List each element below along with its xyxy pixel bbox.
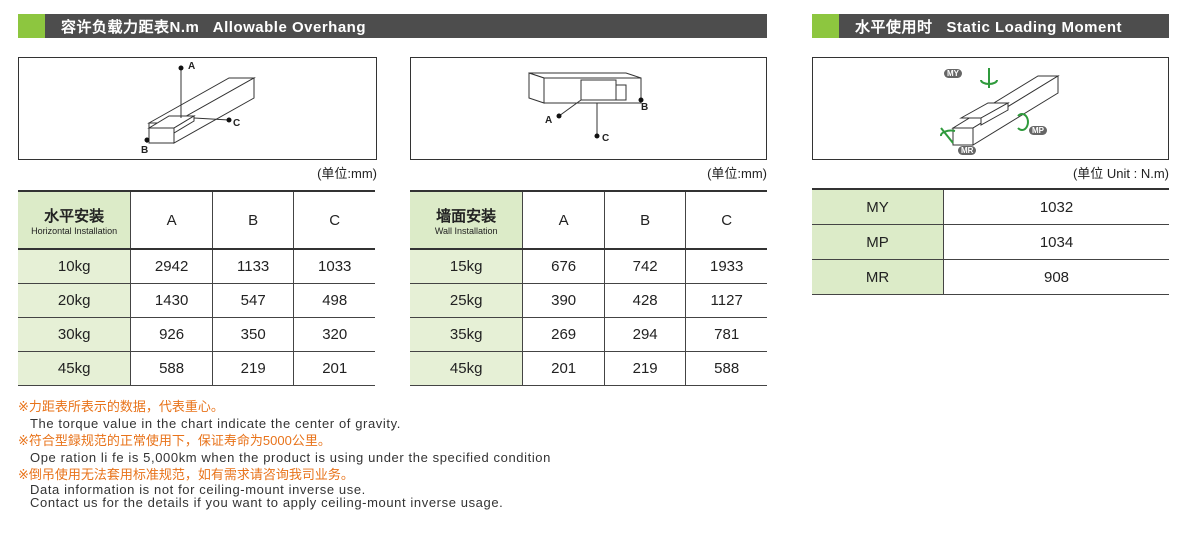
wall-title-cn: 墙面安装 [436,207,497,225]
table-row: 10kg 2942 1133 1033 [18,249,375,284]
col-c: C [685,190,767,250]
horizontal-title-cn: 水平安装 [44,207,105,225]
table-row: 35kg 269 294 781 [410,317,767,352]
value-cell: 547 [211,283,294,318]
label-a: A [545,115,553,126]
label-mp: MP [1029,126,1047,135]
overhang-unit: (单位:mm) [317,166,377,181]
horizontal-diagram: A C B [18,57,377,160]
col-b: B [603,190,686,250]
label-mr: MR [958,146,977,155]
moment-table: MY 1032 MP 1034 MR 908 [812,188,1169,295]
label-b: B [641,102,649,113]
load-cell: 45kg [18,351,131,386]
moment-value: 908 [943,259,1169,295]
col-c: C [293,190,375,250]
moment-title: 水平使用时 Static Loading Moment [855,18,1123,36]
overhang-title: 容许负载力距表N.m Allowable Overhang [61,18,366,36]
table-row: 45kg 201 219 588 [410,351,767,386]
table-row: MP 1034 [812,224,1169,260]
horizontal-header-cell: 水平安装 Horizontal Installation [18,190,131,250]
note-en: Ope ration li fe is 5,000km when the pro… [30,450,551,465]
note-en: Data information is not for ceiling-moun… [30,482,366,497]
value-cell: 588 [130,351,213,386]
horizontal-rail-drawing [144,65,256,144]
moment-unit: (单位 Unit : N.m) [1072,166,1169,181]
overhang-unit-right: (单位:mm) [707,166,767,181]
value-cell: 1033 [293,249,375,284]
table-row: MR 908 [812,259,1169,295]
horizontal-title-en: Horizontal Installation [31,225,118,236]
value-cell: 219 [211,351,294,386]
table-row: 25kg 390 428 1127 [410,283,767,318]
moment-value: 1032 [943,188,1169,225]
wall-diagram: A B C [410,57,767,160]
wall-title-en: Wall Installation [434,225,498,236]
note-cn: ※符合型録规范的正常使用下，保证寿命为5000公里。 [18,433,331,448]
value-cell: 926 [130,317,213,352]
value-cell: 1933 [685,249,767,284]
moment-value: 1034 [943,224,1169,260]
value-cell: 428 [603,283,686,318]
moment-label: MP [812,224,944,260]
load-cell: 10kg [18,249,131,284]
label-c: C [602,133,610,144]
table-row: 30kg 926 350 320 [18,317,375,352]
value-cell: 588 [685,351,767,386]
value-cell: 781 [685,317,767,352]
value-cell: 1430 [130,283,213,318]
wall-header-cell: 墙面安装 Wall Installation [410,190,523,250]
table-row: 15kg 676 742 1933 [410,249,767,284]
value-cell: 390 [522,283,605,318]
value-cell: 2942 [130,249,213,284]
load-cell: 20kg [18,283,131,318]
load-cell: 15kg [410,249,523,284]
label-a: A [188,61,196,72]
moment-diagram: MY MP MR [812,57,1169,160]
load-cell: 30kg [18,317,131,352]
load-cell: 35kg [410,317,523,352]
note-en: The torque value in the chart indicate t… [30,416,401,431]
notes: ※力距表所表示的数据，代表重心。 The torque value in the… [18,398,778,509]
note-cn: ※倒吊使用无法套用标准规范，如有需求请咨询我司业务。 [18,467,354,482]
header-accent [812,14,839,38]
value-cell: 269 [522,317,605,352]
table-row: MY 1032 [812,188,1169,225]
load-cell: 45kg [410,351,523,386]
header-accent [18,14,45,38]
wall-table: 墙面安装 Wall Installation A B C 15kg 676 74… [410,190,767,386]
value-cell: 294 [603,317,686,352]
label-my: MY [944,69,962,78]
value-cell: 1127 [685,283,767,318]
value-cell: 350 [211,317,294,352]
value-cell: 219 [603,351,686,386]
horizontal-table: 水平安装 Horizontal Installation A B C 10kg … [18,190,375,386]
wall-rail-drawing [528,72,644,139]
value-cell: 742 [603,249,686,284]
table-header-row: 墙面安装 Wall Installation A B C [410,190,767,250]
col-a: A [130,190,213,250]
value-cell: 676 [522,249,605,284]
moment-label: MY [812,188,944,225]
value-cell: 320 [293,317,375,352]
moment-rail-drawing [940,68,1060,146]
value-cell: 498 [293,283,375,318]
table-row: 45kg 588 219 201 [18,351,375,386]
note-en: Contact us for the details if you want t… [30,495,504,510]
moment-header: 水平使用时 Static Loading Moment [812,14,1169,38]
value-cell: 201 [293,351,375,386]
label-c: C [233,118,241,129]
table-row: 20kg 1430 547 498 [18,283,375,318]
table-header-row: 水平安装 Horizontal Installation A B C [18,190,375,250]
col-b: B [211,190,294,250]
load-cell: 25kg [410,283,523,318]
value-cell: 201 [522,351,605,386]
overhang-header: 容许负载力距表N.m Allowable Overhang [18,14,767,38]
note-cn: ※力距表所表示的数据，代表重心。 [18,399,224,414]
moment-label: MR [812,259,944,295]
label-b: B [141,145,149,156]
col-a: A [522,190,605,250]
value-cell: 1133 [211,249,294,284]
